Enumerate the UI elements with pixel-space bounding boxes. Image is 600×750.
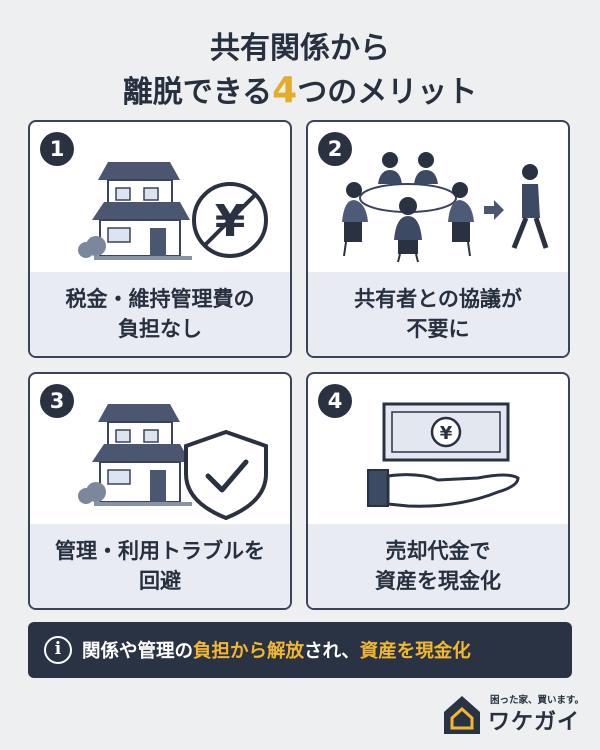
merit-number-3: 3 (40, 384, 74, 418)
banner-highlight-2: 資産を現金化 (359, 641, 471, 662)
person-leaving-meeting-icon (342, 152, 549, 263)
merit-card-3: 3 管理・利用トラブルを 回避 (28, 372, 292, 610)
title-number: 4 (272, 70, 298, 111)
info-icon: i (44, 636, 72, 664)
title-line-2-suffix: つのメリット (297, 75, 478, 110)
house-logo-icon (444, 696, 480, 734)
logo-brand: ワケガイ (488, 710, 581, 735)
merit-caption-4-line-1: 売却代金で (385, 539, 491, 563)
title-line-2: 離脱できる4つのメリット (0, 70, 600, 114)
title-line-2-prefix: 離脱できる (122, 75, 273, 110)
svg-text:¥: ¥ (440, 423, 453, 444)
page-title: 共有関係から 離脱できる4つのメリット (0, 28, 600, 114)
merit-caption-4-line-2: 資産を現金化 (375, 569, 501, 593)
title-line-1: 共有関係から (210, 31, 390, 66)
merit-caption-1: 税金・維持管理費の 負担なし (30, 272, 290, 356)
merit-number-4: 4 (318, 384, 352, 418)
merit-caption-2-line-1: 共有者との協議が (354, 287, 522, 311)
house-with-shield-check-icon (78, 404, 268, 521)
merit-caption-2: 共有者との協議が 不要に (308, 272, 568, 356)
merit-card-4: ¥ 4 売却代金で 資産を現金化 (306, 372, 570, 610)
banner-text-2: され、 (304, 641, 360, 662)
banner-highlight-1: 負担から解放 (193, 641, 305, 662)
brand-logo: 困った家、買います。 ワケガイ (440, 690, 584, 740)
merit-caption-1-line-2: 負担なし (118, 317, 202, 341)
merit-caption-3-line-1: 管理・利用トラブルを (55, 539, 265, 563)
merit-number-2: 2 (318, 132, 352, 166)
merit-caption-1-line-1: 税金・維持管理費の (65, 287, 255, 311)
merit-number-1: 1 (40, 132, 74, 166)
merit-caption-2-line-2: 不要に (406, 317, 470, 341)
merit-caption-4: 売却代金で 資産を現金化 (308, 524, 568, 608)
logo-tagline: 困った家、買います。 (490, 695, 585, 706)
hand-receiving-banknote-icon: ¥ (367, 402, 520, 508)
house-with-no-yen-icon: ¥ (78, 162, 268, 260)
merit-caption-3-line-2: 回避 (139, 569, 181, 593)
merit-caption-3: 管理・利用トラブルを 回避 (30, 524, 290, 608)
banner-text-1: 関係や管理の (82, 641, 194, 662)
summary-banner: i 関係や管理の負担から解放され、資産を現金化 (28, 622, 572, 678)
merit-card-1: ¥ 1 税金・維持管理費の 負担なし (28, 120, 292, 358)
merit-card-2: 2 共有者との協議が 不要に (306, 120, 570, 358)
